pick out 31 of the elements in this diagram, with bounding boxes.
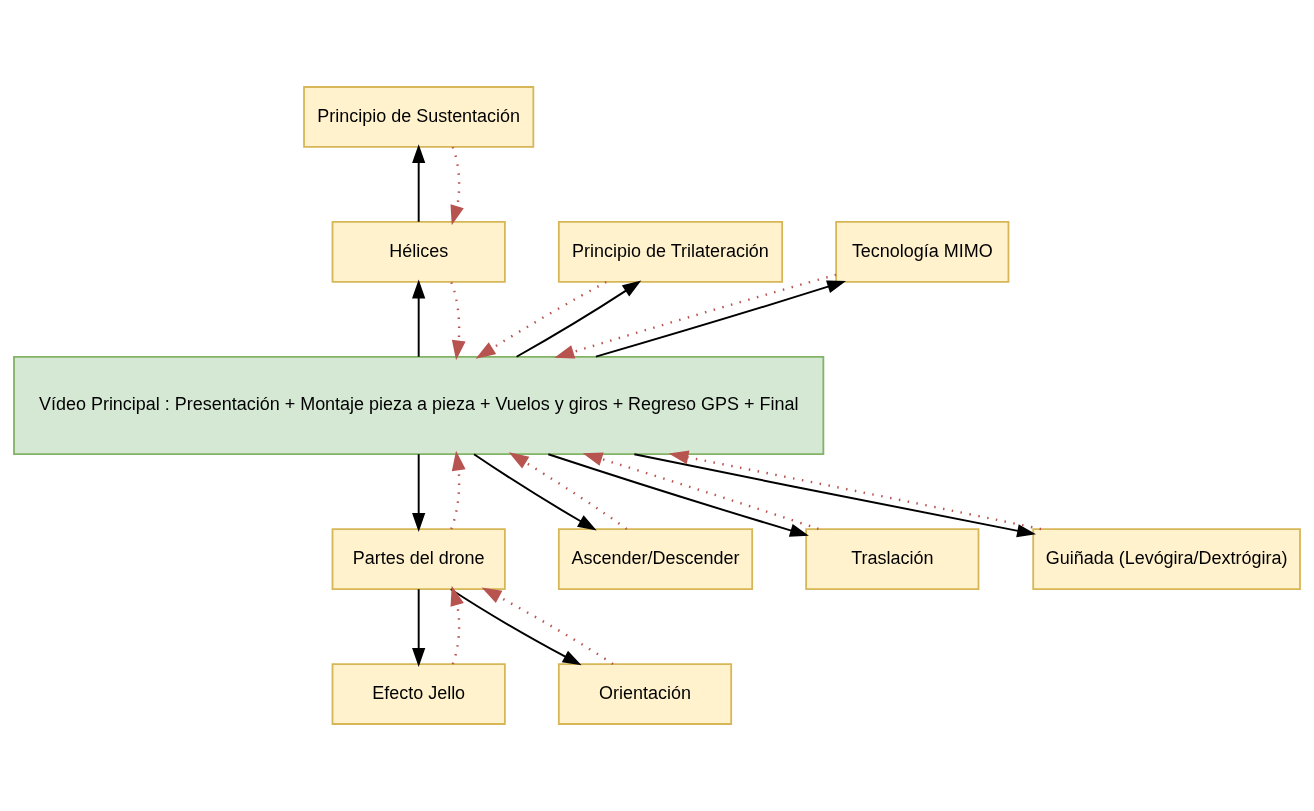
arrow <box>412 453 426 532</box>
node-box: Hélices <box>331 221 506 283</box>
arrow <box>412 144 426 223</box>
node-box: Traslación <box>805 528 980 590</box>
arrow <box>412 588 426 667</box>
arrow <box>547 453 809 537</box>
arrow <box>412 279 426 358</box>
node-box: Efecto Jello <box>331 663 506 725</box>
node-box: Orientación <box>557 663 733 725</box>
arrow <box>515 280 642 358</box>
arrow <box>450 282 466 361</box>
node-box: Guiñada (Levógira/Dextrógira) <box>1032 528 1301 590</box>
arrow <box>450 450 466 530</box>
arrow <box>668 450 1042 531</box>
arrow <box>450 146 464 226</box>
arrow <box>481 587 614 665</box>
arrow <box>594 280 847 358</box>
arrow <box>633 453 1036 538</box>
node-box: Tecnología MIMO <box>835 221 1010 283</box>
arrow <box>450 585 464 665</box>
arrow <box>475 281 607 359</box>
arrow <box>508 452 628 530</box>
node-box: Partes del drone <box>331 528 506 590</box>
node-box: Ascender/Descender <box>557 528 754 590</box>
node-box: Vídeo Principal : Presentación + Montaje pieza a pieza + Vuelos y giros + Regreso GPS + Final <box>13 355 825 456</box>
arrow <box>449 588 582 666</box>
arrow <box>554 273 837 359</box>
arrow <box>582 452 819 531</box>
arrow <box>473 453 597 531</box>
node-box: Principio de Trilateración <box>557 221 784 283</box>
node-box: Principio de Sustentación <box>303 86 535 148</box>
